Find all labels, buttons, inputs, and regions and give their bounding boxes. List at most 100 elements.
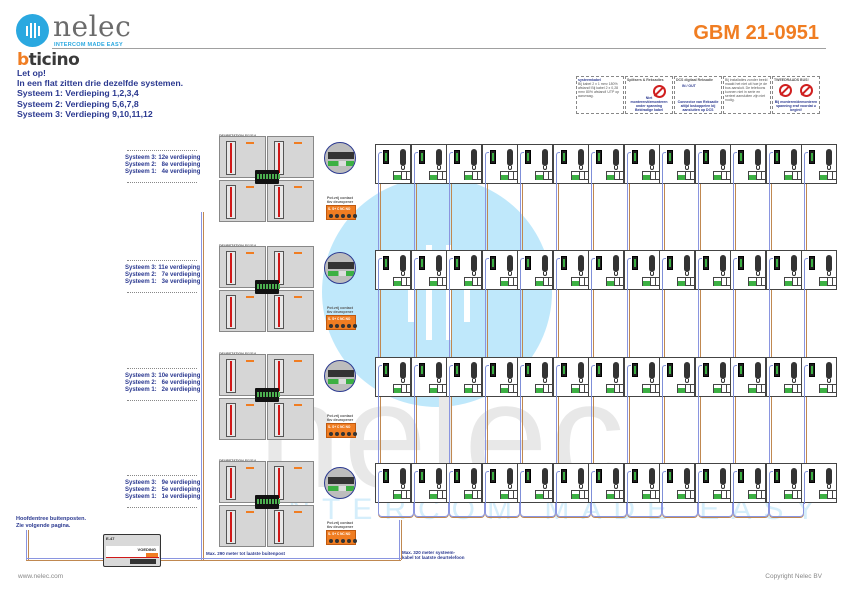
- door-phone: [730, 144, 766, 185]
- brand-name: nelec: [53, 10, 132, 43]
- phone-bus-loop: [768, 503, 804, 517]
- door-station-module: [267, 180, 314, 222]
- phone-terminal-block: [783, 490, 802, 499]
- phone-riser-wire: [555, 397, 559, 463]
- handset-icon: [648, 468, 655, 485]
- bus-module: [631, 469, 638, 483]
- handset-icon: [400, 468, 406, 485]
- bus-module: [809, 150, 815, 164]
- footer-website[interactable]: www.nelec.com: [18, 573, 64, 580]
- door-phone: [694, 250, 731, 291]
- door-phone: [694, 357, 731, 398]
- bus-module: [596, 363, 602, 377]
- bus-module: [738, 256, 744, 270]
- phone-terminal-block: [393, 490, 411, 499]
- phone-bus-loop: [591, 503, 627, 517]
- door-phone: [588, 463, 624, 504]
- door-phone: [730, 357, 766, 398]
- door-phone: [659, 463, 695, 504]
- phone-terminal-block: [393, 384, 411, 393]
- phone-riser-wire: [768, 290, 772, 357]
- door-phone: [517, 250, 553, 291]
- header-divider: [52, 48, 826, 49]
- handset-icon: [755, 149, 761, 166]
- door-phone: [552, 144, 589, 185]
- phone-riser-wire: [413, 290, 417, 357]
- handset-icon: [471, 362, 477, 379]
- system-floor-label: Systeem 3: 10e verdieping: [125, 373, 201, 379]
- handset-icon: [719, 255, 726, 272]
- handset-icon: [506, 149, 513, 166]
- terminal-detail-zoom: [324, 252, 356, 284]
- phone-terminal-block: [712, 490, 731, 499]
- door-phone: [765, 250, 802, 291]
- note-line: Let op!: [17, 68, 46, 78]
- phone-terminal-block: [499, 277, 518, 286]
- no-hands-icon: [779, 84, 792, 97]
- phone-terminal-block: [677, 171, 695, 180]
- door-phone: [623, 144, 660, 185]
- phone-terminal-block: [570, 277, 589, 286]
- system-floor-label: Systeem 2: 5e verdieping: [125, 487, 201, 494]
- door-phone: [659, 144, 695, 185]
- door-phone: [623, 463, 660, 504]
- bus-module: [738, 363, 744, 377]
- door-phone: [375, 357, 411, 398]
- handset-icon: [400, 255, 406, 272]
- handset-icon: [790, 362, 797, 379]
- bticino-logo: bticino: [17, 50, 80, 70]
- legend-box-splitters: Splitsers & Reksadies Niet monteren/demo…: [625, 76, 673, 114]
- phone-terminal-block: [712, 171, 731, 180]
- bus-module: [560, 150, 567, 164]
- door-phone: [801, 144, 837, 185]
- bus-module: [809, 363, 815, 377]
- handset-icon: [719, 149, 726, 166]
- bus-module: [667, 256, 673, 270]
- system-floor-label: Systeem 3: 11e verdieping: [125, 265, 201, 271]
- bus-module: [809, 256, 815, 270]
- door-station-module: [219, 505, 266, 547]
- door-station-module: [267, 461, 314, 503]
- system-floor-label: Systeem 3: 12e verdieping: [125, 155, 201, 161]
- phone-terminal-block: [641, 490, 660, 499]
- phone-riser-wire: [520, 290, 523, 357]
- door-phone: [552, 463, 589, 504]
- door-phone: [552, 250, 589, 291]
- bus-module: [702, 256, 709, 270]
- handset-icon: [648, 149, 655, 166]
- door-phone: [730, 250, 766, 291]
- bus-module: [773, 363, 780, 377]
- bus-module: [525, 256, 531, 270]
- bus-module: [383, 469, 389, 483]
- bus-module: [383, 256, 389, 270]
- phone-terminal-block: [641, 384, 660, 393]
- handset-icon: [506, 255, 513, 272]
- bus-module: [773, 469, 780, 483]
- system-floor-label: Systeem 3: 9e verdieping: [125, 480, 201, 486]
- phone-terminal-block: [428, 384, 447, 393]
- phone-terminal-block: [641, 171, 660, 180]
- phone-bus-loop: [662, 503, 698, 517]
- phone-terminal-block: [606, 171, 624, 180]
- bus-module: [489, 150, 496, 164]
- bus-module: [560, 363, 567, 377]
- bus-module: [489, 363, 496, 377]
- handset-icon: [400, 362, 406, 379]
- legend-panel: systeemkabel Bij kabel 2 x 1 mm² 180% af…: [576, 76, 821, 114]
- phone-bus-loop: [520, 503, 556, 517]
- phone-terminal-block: [570, 490, 589, 499]
- door-station-module: [219, 398, 266, 440]
- handset-icon: [542, 255, 548, 272]
- note-line: In een flat zitten drie dezelfde systeme…: [17, 78, 184, 89]
- handset-icon: [577, 468, 584, 485]
- handset-icon: [755, 468, 761, 485]
- phone-riser-wire: [626, 290, 630, 357]
- handset-icon: [790, 468, 797, 485]
- door-opener-relay: S- S+ C NC NO: [326, 423, 357, 438]
- phone-riser-wire: [378, 184, 381, 250]
- door-phone: [694, 463, 731, 504]
- door-phone: [765, 357, 802, 398]
- phone-terminal-block: [499, 384, 518, 393]
- bus-module: [596, 256, 602, 270]
